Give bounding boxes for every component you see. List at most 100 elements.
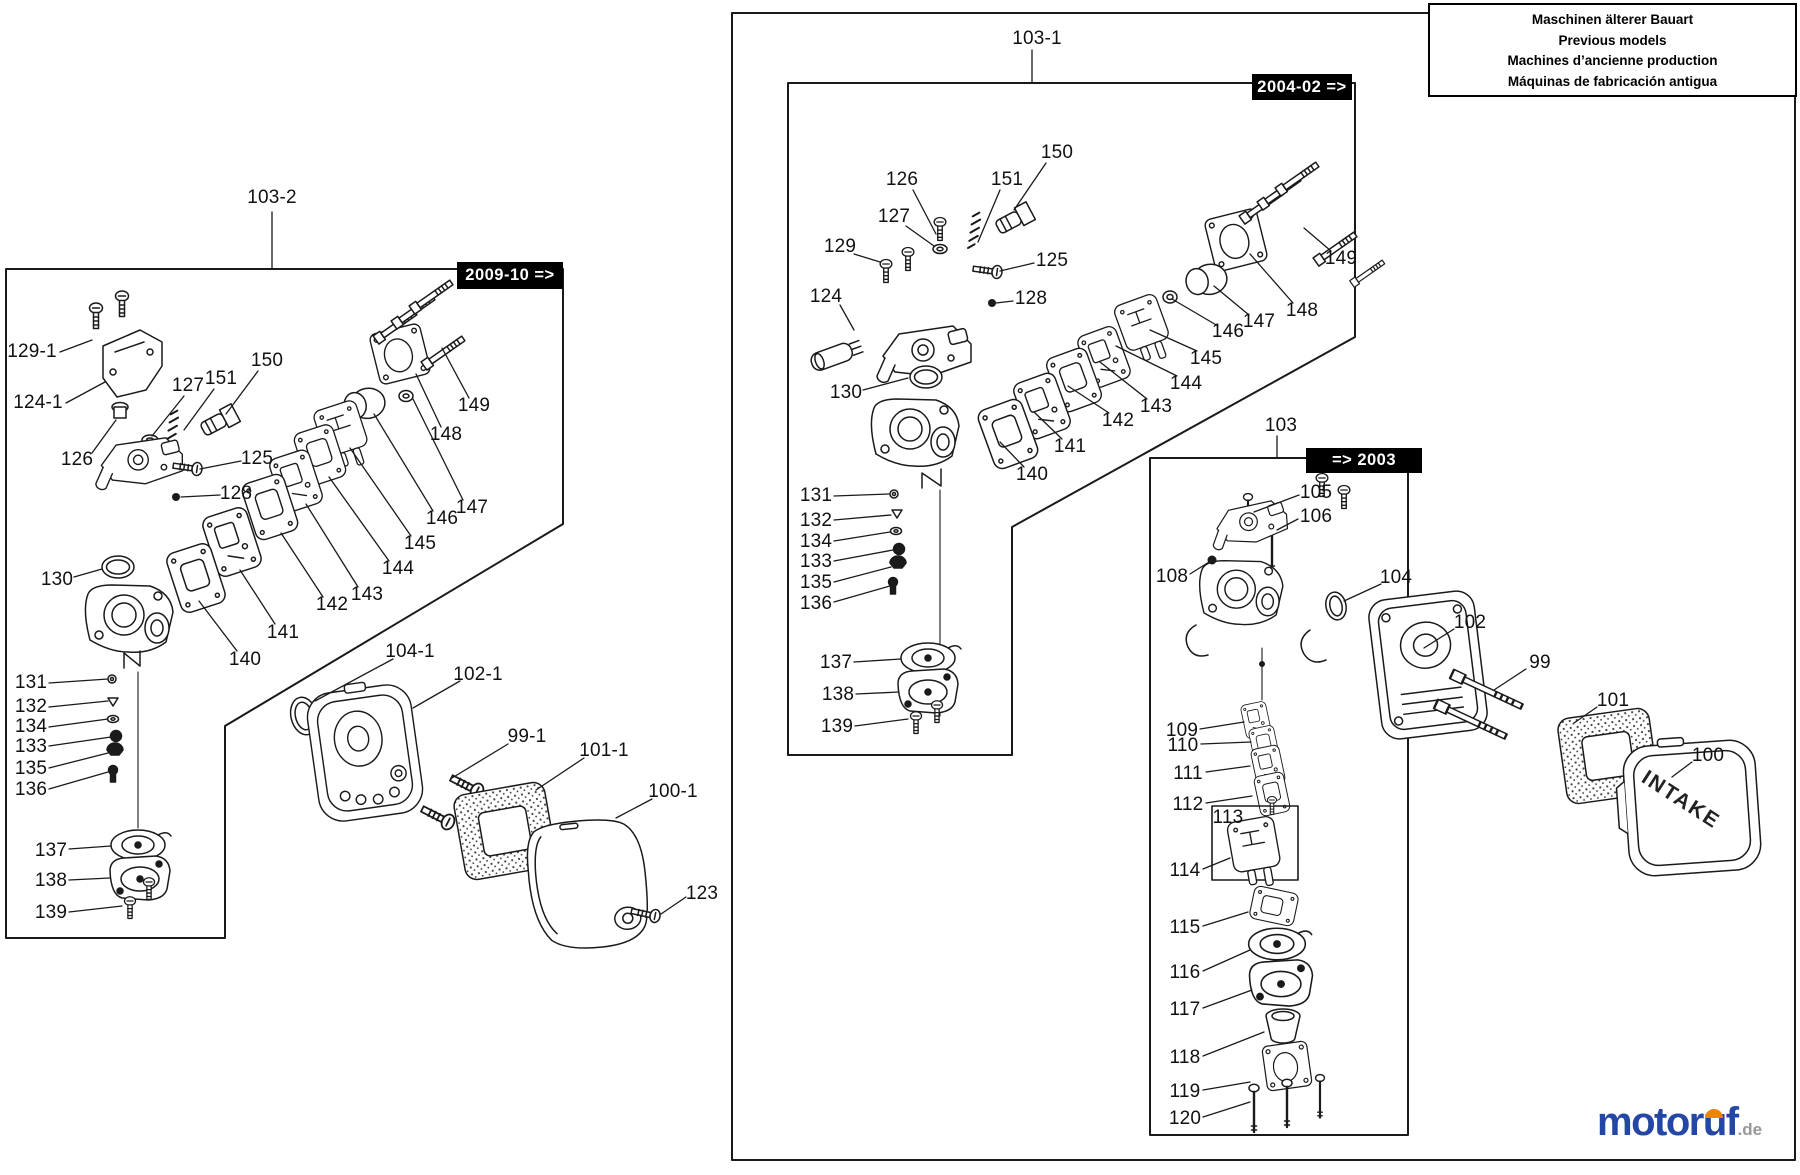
leader-line-left-144: [328, 476, 390, 562]
leader-line-right-114: [1202, 857, 1231, 870]
note-line-es: Máquinas de fabricación antigua: [1507, 73, 1718, 89]
leader-line-middle-125: [999, 262, 1035, 272]
leader-line-middle-144: [1115, 345, 1178, 377]
leader-line-left-137: [68, 845, 112, 850]
leader-line-left-142: [280, 532, 324, 598]
leader-line-right-105: [1253, 494, 1300, 513]
leader-line-left-124-1: [65, 381, 106, 404]
right-carburetor-cluster-drawing: [1185, 472, 1351, 701]
leader-line-left-145: [349, 447, 412, 537]
left-plates-cluster-drawing: [163, 277, 467, 616]
leader-line-left-149: [441, 347, 470, 399]
note-line-en: Previous models: [1558, 32, 1667, 48]
left-airfilter-cluster-drawing: [289, 675, 662, 955]
leader-line-left-147: [412, 398, 464, 501]
leader-line-left-139: [68, 905, 123, 913]
leader-line-left-151: [183, 388, 215, 431]
leader-line-middle-138: [855, 691, 900, 695]
leader-line-middle-140: [999, 441, 1025, 468]
middle-plates-cluster-drawing: [975, 159, 1387, 472]
leader-line-middle-129: [853, 253, 881, 263]
leader-line-middle-145: [1149, 329, 1198, 352]
leader-line-right-102: [1423, 628, 1455, 649]
leader-line-left-146: [373, 413, 434, 512]
leader-line-left-134: [48, 718, 109, 728]
leader-line-middle-136: [833, 585, 891, 603]
note-line-fr: Machines d’ancienne production: [1507, 53, 1718, 68]
leader-line-middle-126: [912, 189, 937, 235]
leader-line-left-143: [305, 503, 359, 588]
leader-line-left-135: [48, 752, 109, 769]
leader-line-left-140: [198, 600, 238, 652]
left-carburetor-cluster-drawing: [84, 555, 174, 920]
middle-carburetor-cluster-drawing: [870, 365, 962, 735]
left-top-cluster-drawing: [88, 290, 242, 501]
right-column-cluster-drawing: [1211, 661, 1326, 1134]
leader-line-middle-142: [1067, 385, 1110, 414]
leader-line-middle-133: [833, 549, 894, 562]
leader-line-middle-147: [1213, 285, 1250, 316]
leader-line-right-108: [1189, 561, 1210, 575]
right-intake-cluster-drawing: [1300, 588, 1764, 879]
outer-box: [731, 12, 1796, 1161]
leader-line-left-126: [91, 419, 117, 454]
leader-line-right-100: [1671, 761, 1693, 778]
leader-line-left-130: [73, 568, 103, 578]
leader-line-right-110: [1200, 741, 1252, 745]
leader-line-right-111: [1205, 765, 1251, 773]
leader-line-left-99-1: [451, 743, 509, 779]
leader-line-left-132: [48, 700, 109, 708]
leader-line-left-129-1: [59, 339, 93, 353]
leader-line-right-118: [1202, 1031, 1265, 1057]
leader-line-right-109: [1199, 721, 1245, 730]
leader-line-right-99: [1493, 668, 1527, 691]
leader-line-right-115: [1202, 911, 1249, 927]
leader-line-left-101-1: [535, 757, 585, 791]
leader-line-left-131: [48, 678, 109, 684]
leader-line-left-150: [225, 370, 259, 415]
leader-line-middle-127: [905, 225, 935, 247]
leader-line-middle-141: [1033, 411, 1063, 440]
leader-line-right-106: [1276, 518, 1299, 531]
badge-2009-10: 2009-10 =>: [457, 262, 563, 289]
leader-line-left-128: [180, 494, 221, 498]
leader-line-right-117: [1202, 989, 1253, 1009]
leader-line-middle-124: [839, 304, 855, 331]
leader-line-left-125: [199, 460, 242, 470]
leader-line-middle-143: [1099, 361, 1148, 400]
leader-line-right-116: [1202, 949, 1251, 972]
leader-line-middle-151: [977, 189, 1001, 243]
leader-line-left-133: [48, 736, 112, 747]
leader-line-left-141: [239, 569, 276, 625]
leader-line-middle-139: [854, 718, 909, 727]
leader-line-right-119: [1202, 1081, 1251, 1091]
leader-line-left-127: [151, 395, 185, 437]
leader-line-middle-131: [833, 493, 890, 497]
middle-top-cluster-drawing: [808, 201, 1037, 384]
motoruf-logo[interactable]: motoruf.de: [1597, 1100, 1797, 1160]
note-line-de: Maschinen älterer Bauart: [1531, 12, 1694, 27]
legacy-models-note-box: Maschinen älterer Bauart Previous models…: [1428, 3, 1797, 97]
leader-line-middle-137: [853, 658, 902, 663]
section-box-103-1: [787, 82, 1356, 756]
leader-line-right-104: [1343, 583, 1382, 602]
logo-accent-arc-icon: [1705, 1109, 1723, 1118]
section-box-103-2: [5, 268, 564, 939]
leader-line-middle-135: [833, 566, 892, 583]
leader-line-middle-148: [1249, 253, 1294, 304]
badge-2004-02: 2004-02 =>: [1252, 74, 1352, 100]
leader-line-left-148: [415, 373, 442, 428]
leader-line-middle-149: [1303, 227, 1332, 252]
leader-line-middle-134: [833, 531, 891, 542]
leader-line-middle-128: [995, 300, 1014, 304]
leader-lines: [48, 49, 1693, 1118]
logo-name-text: motoruf: [1597, 1100, 1739, 1144]
leader-line-left-100-1: [615, 798, 653, 819]
leader-line-right-112: [1205, 795, 1253, 804]
leader-line-left-136: [48, 771, 109, 790]
leader-line-middle-132: [833, 514, 892, 521]
leader-line-right-101: [1573, 706, 1598, 724]
leader-line-middle-130: [862, 377, 909, 391]
logo-tld-text: .de: [1737, 1120, 1763, 1139]
